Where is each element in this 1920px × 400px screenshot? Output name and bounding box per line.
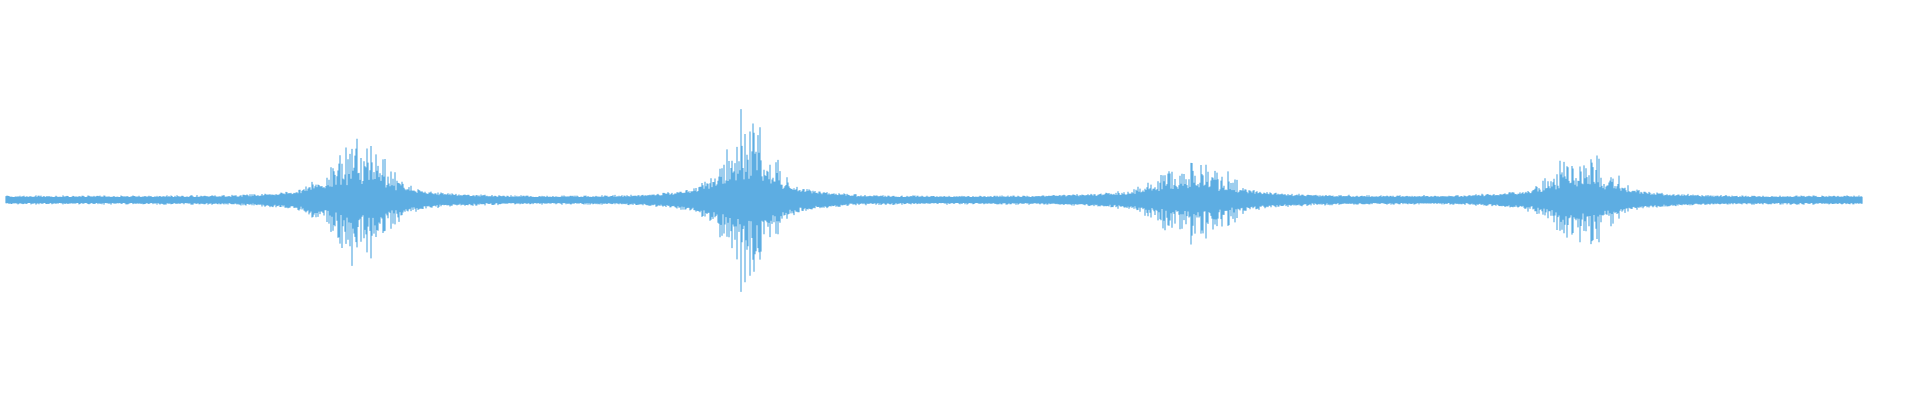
waveform-baseline [6,197,1862,203]
waveform-signal [5,109,1863,292]
